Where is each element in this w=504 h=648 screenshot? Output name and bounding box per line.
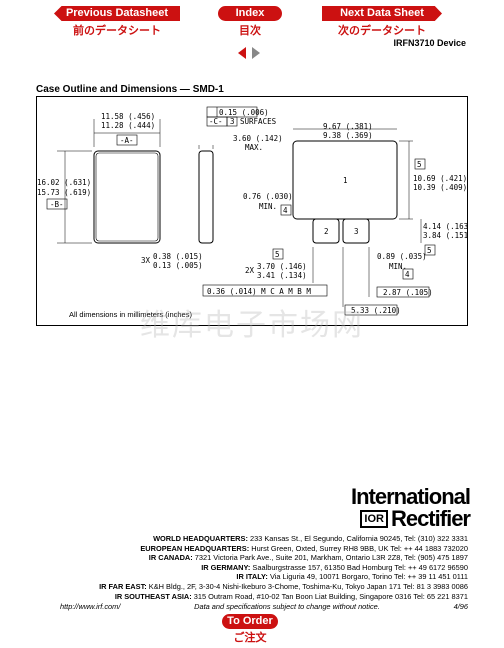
dim-min-bot: MIN. xyxy=(259,202,277,211)
next-page-arrow-icon[interactable] xyxy=(252,47,260,59)
dim-radius-top: 0.38 (.015) xyxy=(153,252,203,261)
note-4b: 4 xyxy=(405,270,410,279)
pin-2-pad xyxy=(312,218,340,244)
next-datasheet-jp-label[interactable]: 次のデータシート xyxy=(338,24,426,37)
website-link[interactable]: http://www.irf.com/ xyxy=(60,602,121,611)
pin-1-label: 1 xyxy=(343,176,348,185)
position-tolerance-frame xyxy=(202,284,328,297)
dim-thickness: 3.60 (.142) xyxy=(233,134,283,143)
next-datasheet-button[interactable]: Next Data Sheet 次のデータシート xyxy=(322,6,442,42)
prev-page-arrow-icon[interactable] xyxy=(238,47,246,59)
to-order-jp-label[interactable]: ご注文 xyxy=(233,631,267,644)
address-line: EUROPEAN HEADQUARTERS: Hurst Green, Oxte… xyxy=(140,543,468,553)
pin-3-pad xyxy=(342,218,370,244)
watermark: 维库电子市场网 xyxy=(140,308,364,343)
dim-lead-height-top: 4.14 (.163) xyxy=(423,222,467,231)
dim-height-bot: 15.73 (.619) xyxy=(37,188,91,197)
dim-pad-width-top: 9.67 (.381) xyxy=(323,122,373,131)
pin-3-label: 3 xyxy=(354,227,359,236)
ior-mark: IOR xyxy=(360,510,388,528)
address-line: IR SOUTHEAST ASIA: 315 Outram Road, #10-… xyxy=(114,591,468,601)
dim-pitch-mult: 2X xyxy=(245,266,255,275)
dim-5-33: 5.33 (.210) xyxy=(351,306,401,315)
flatness-count: 3 xyxy=(230,117,235,126)
dim-lead-height-bot: 3.84 (.151) xyxy=(423,231,467,240)
address-line: IR FAR EAST: K&H Bldg., 2F, 3-30-4 Nishi… xyxy=(99,581,468,591)
revision-date: 4/96 xyxy=(453,602,468,611)
package-side-view xyxy=(198,150,214,244)
next-datasheet-label[interactable]: Next Data Sheet xyxy=(322,6,442,21)
dim-min-top: 0.76 (.030) xyxy=(243,192,293,201)
datum-a: -A- xyxy=(120,136,134,145)
footer: http://www.irf.com/ Data and specificati… xyxy=(60,602,468,611)
disclaimer: Data and specifications subject to chang… xyxy=(194,602,380,611)
logo-line-2: Rectifier xyxy=(390,506,471,531)
section-title: Case Outline and Dimensions — SMD-1 xyxy=(36,84,224,95)
datum-c: -C- xyxy=(209,117,223,126)
address-line: IR ITALY: Via Liguria 49, 10071 Borgaro,… xyxy=(236,572,468,582)
note-4a: 4 xyxy=(283,206,288,215)
outline-svg: 11.58 (.456) 11.28 (.444) -A- 16.02 (.63… xyxy=(37,106,467,316)
datum-b-box xyxy=(46,198,68,210)
pin-2-label: 2 xyxy=(324,227,329,236)
previous-datasheet-label[interactable]: Previous Datasheet xyxy=(54,6,180,21)
dim-pad-height-top: 10.69 (.421) xyxy=(413,174,467,183)
dim-pad-height-bot: 10.39 (.409) xyxy=(413,183,467,192)
flatness-surfaces: SURFACES xyxy=(240,117,277,126)
dim-width-bot: 11.28 (.444) xyxy=(101,121,155,130)
note-5b: 5 xyxy=(427,246,432,255)
package-front-view xyxy=(93,150,161,244)
to-order-button[interactable]: To Order ご注文 xyxy=(222,614,278,645)
dim-gap-top: 0.89 (.035) xyxy=(377,252,427,261)
address-line: IR CANADA: 7321 Victoria Park Ave., Suit… xyxy=(148,553,468,563)
position-tolerance: 0.36 (.014) M C A M B M xyxy=(207,287,311,296)
address-line: IR GERMANY: Saalburgstrasse 157, 61350 B… xyxy=(201,562,468,572)
units-note: All dimensions in millimeters (inches) xyxy=(69,310,192,319)
flatness-value: 0.15 (.006) xyxy=(219,108,269,117)
dim-radius-bot: 0.13 (.005) xyxy=(153,261,203,270)
dim-width-top: 11.58 (.456) xyxy=(101,112,155,121)
to-order-label[interactable]: To Order xyxy=(222,614,278,629)
dim-2-87: 2.87 (.105) xyxy=(383,288,433,297)
previous-datasheet-jp-label[interactable]: 前のデータシート xyxy=(73,24,161,37)
page-arrows xyxy=(238,47,260,59)
previous-datasheet-button[interactable]: Previous Datasheet 前のデータシート xyxy=(54,6,180,42)
dim-radius-mult: 3X xyxy=(141,256,151,265)
note-5a: 5 xyxy=(417,160,422,169)
office-addresses: WORLD HEADQUARTERS: 233 Kansas St., El S… xyxy=(28,534,468,601)
index-label[interactable]: Index xyxy=(218,6,282,21)
international-rectifier-logo: International IOR Rectifier xyxy=(350,484,471,531)
case-outline-drawing: 11.58 (.456) 11.28 (.444) -A- 16.02 (.63… xyxy=(36,96,468,326)
index-button[interactable]: Index 目次 xyxy=(218,6,282,42)
datum-a-box xyxy=(116,134,138,146)
dim-gap-bot: MIN. xyxy=(389,262,407,271)
device-name: IRFN3710 Device xyxy=(393,38,466,48)
note-5c: 5 xyxy=(275,250,280,259)
dim-thickness-max: MAX. xyxy=(245,143,263,152)
datum-b: -B- xyxy=(50,200,64,209)
index-jp-label[interactable]: 目次 xyxy=(239,24,261,37)
dim-pitch-top: 3.70 (.146) xyxy=(257,262,307,271)
logo-line-1: International xyxy=(350,484,471,509)
address-line: WORLD HEADQUARTERS: 233 Kansas St., El S… xyxy=(153,534,468,543)
dim-pitch-bot: 3.41 (.134) xyxy=(257,271,307,280)
dim-height-top: 16.02 (.631) xyxy=(37,178,91,187)
dim-pad-width-bot: 9.38 (.369) xyxy=(323,131,373,140)
